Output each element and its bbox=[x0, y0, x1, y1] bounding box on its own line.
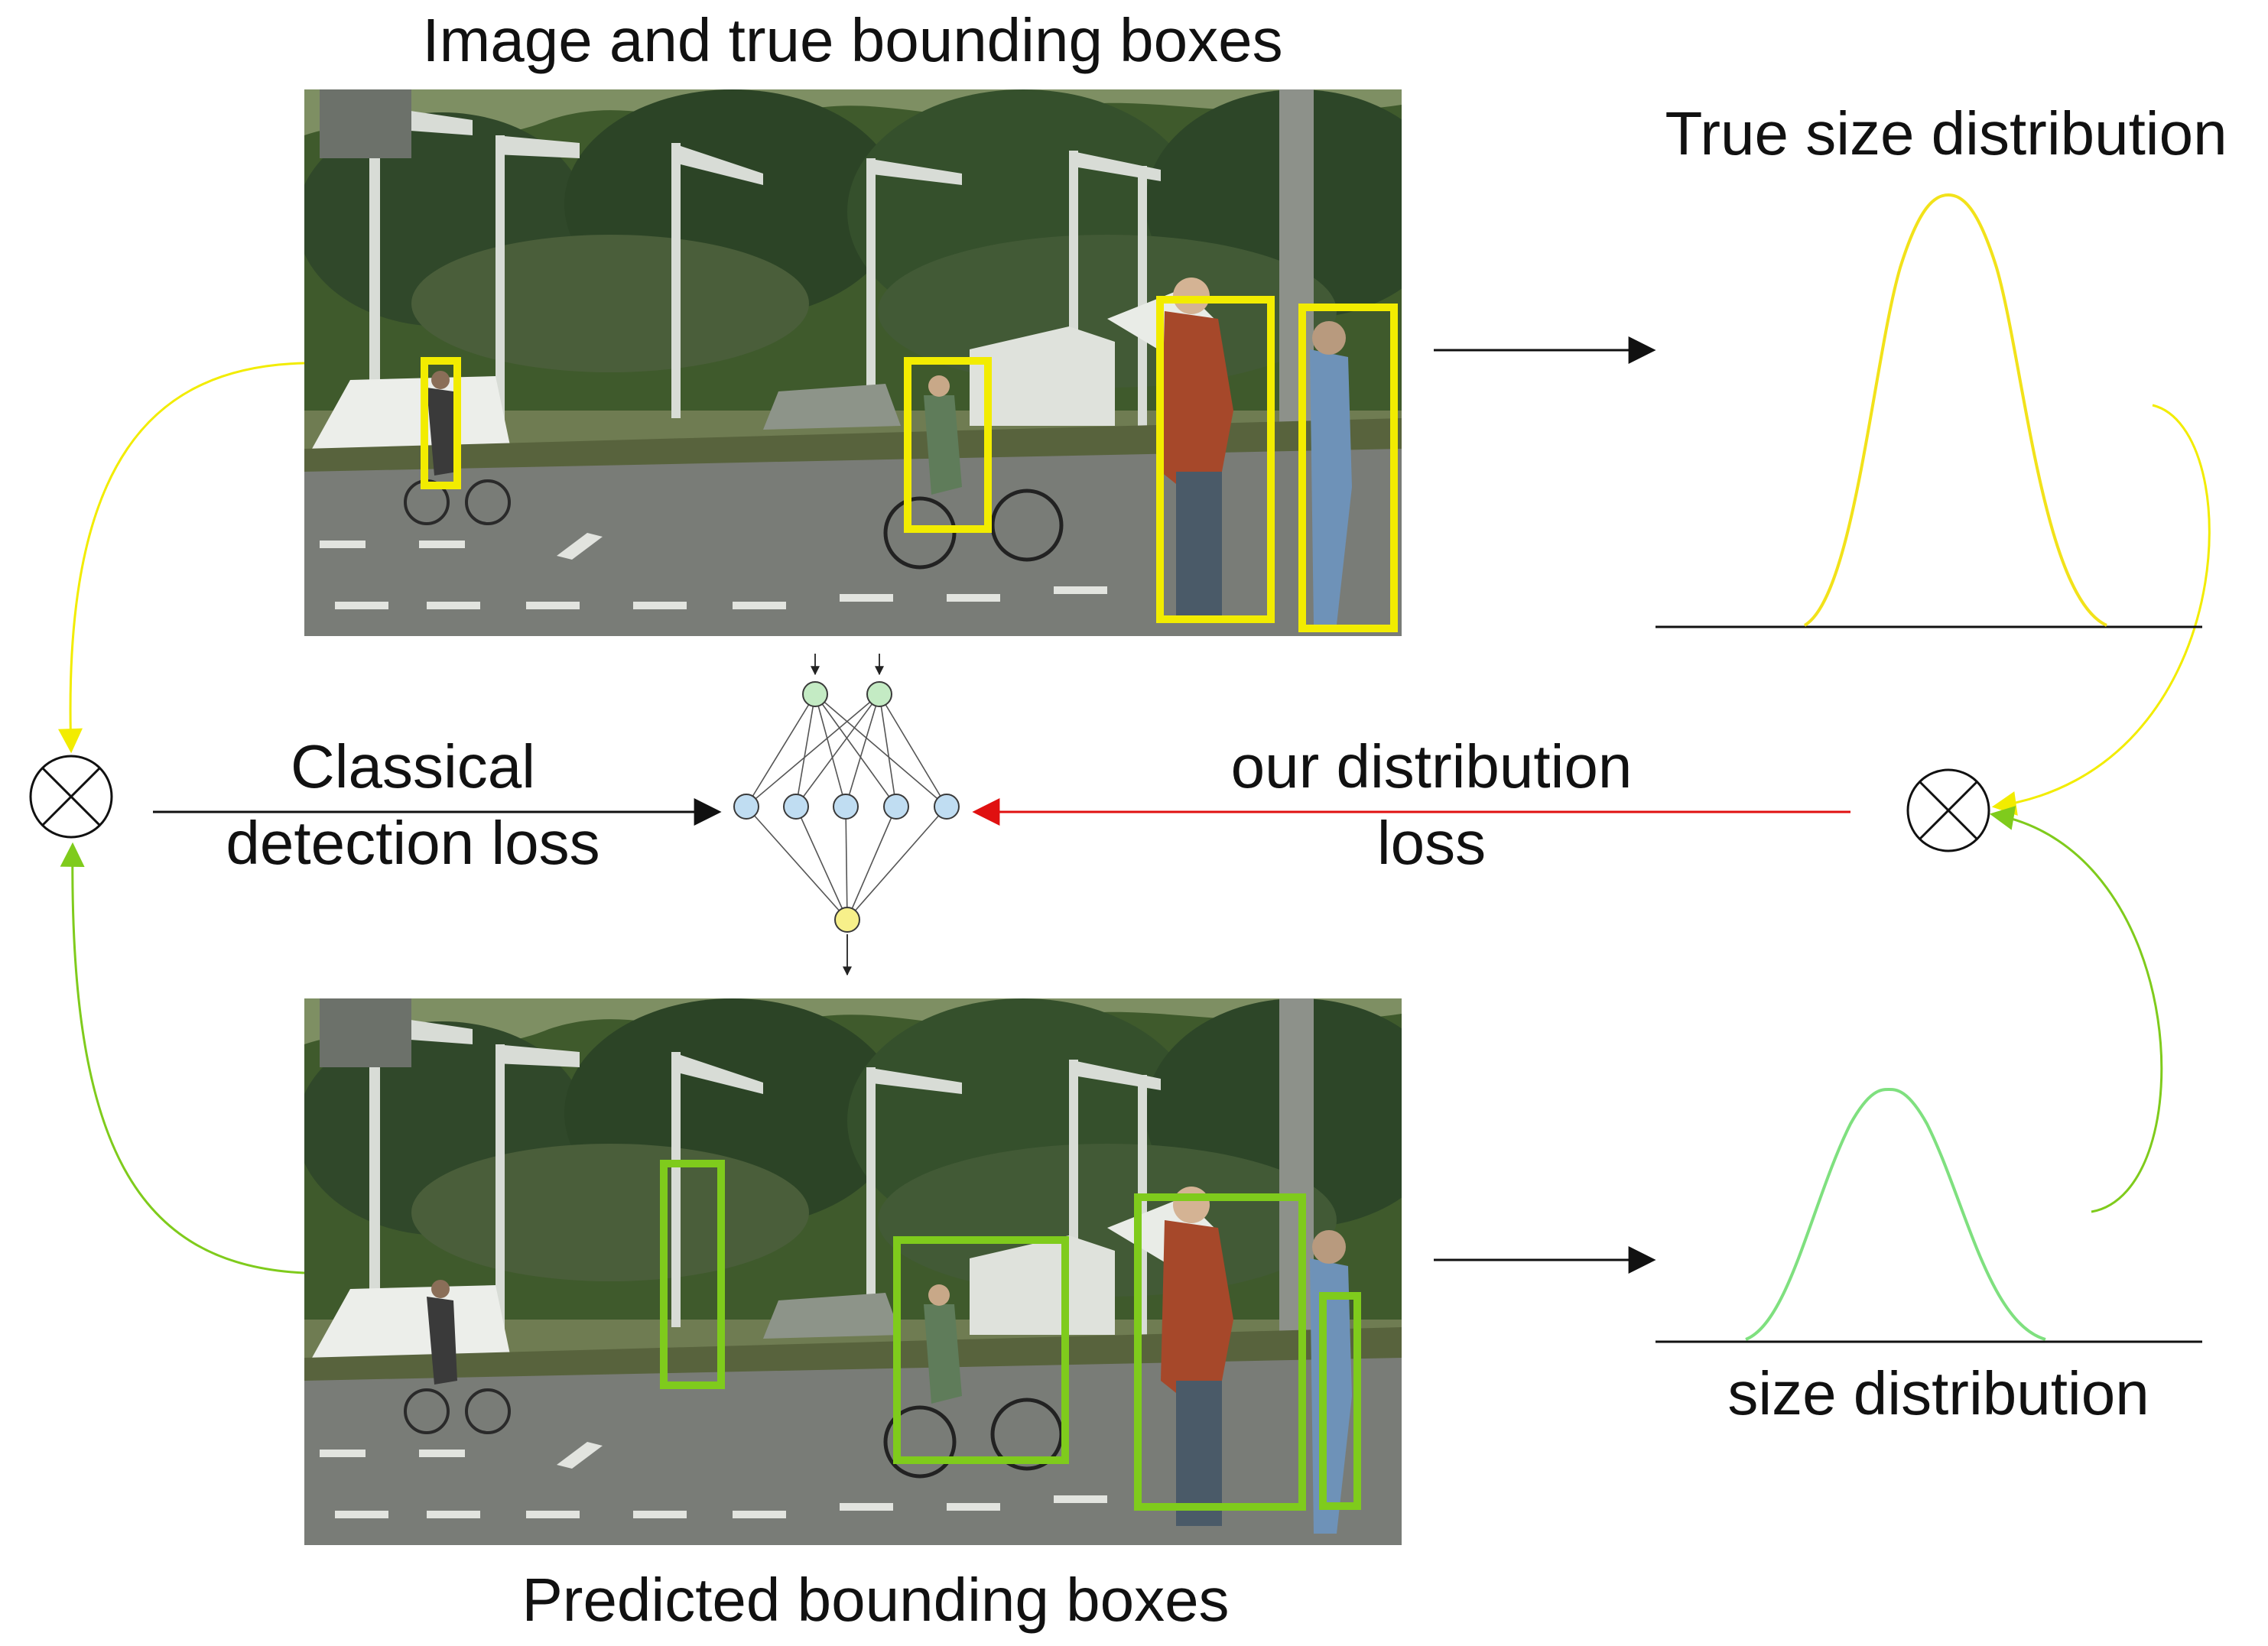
predicted-box bbox=[893, 1236, 1069, 1464]
true-box bbox=[1298, 304, 1398, 632]
true-distribution-curve bbox=[1803, 193, 2107, 627]
network-input-node bbox=[802, 681, 828, 707]
network-edges bbox=[746, 693, 947, 920]
true-boxes-image bbox=[297, 89, 1451, 636]
network-input-node bbox=[866, 681, 892, 707]
bottom-image-title: Predicted bounding boxes bbox=[522, 1566, 1229, 1634]
size-distribution-curve bbox=[1745, 1087, 2046, 1341]
network-output-node bbox=[834, 907, 860, 933]
network-hidden-node bbox=[883, 794, 909, 820]
combine-right-icon bbox=[1906, 768, 1990, 852]
distribution-loss-label-line1: our distribution bbox=[1231, 732, 1633, 800]
network-hidden-node bbox=[833, 794, 859, 820]
classical-loss-label-line1: Classical bbox=[291, 732, 535, 800]
predicted-boxes-image bbox=[297, 998, 1451, 1545]
neural-network bbox=[733, 654, 960, 976]
true-distribution-to-right-combine bbox=[1991, 404, 2211, 816]
size-distribution-to-right-combine bbox=[1989, 806, 2163, 1213]
predicted-box bbox=[660, 1160, 725, 1389]
true-size-distribution-label: True size distribution bbox=[1665, 99, 2227, 167]
network-hidden-node bbox=[934, 794, 960, 820]
top-image-title: Image and true bounding boxes bbox=[422, 6, 1282, 74]
predicted-box bbox=[1134, 1193, 1306, 1511]
true-box bbox=[904, 357, 992, 533]
true-box bbox=[421, 357, 461, 489]
network-hidden-node bbox=[783, 794, 809, 820]
classical-loss-label-line2: detection loss bbox=[226, 809, 599, 877]
true-bounding-boxes bbox=[421, 296, 1398, 632]
predicted-boxes-to-left-combine bbox=[60, 842, 305, 1274]
network-hidden-node bbox=[733, 794, 759, 820]
distribution-loss-label-line2: loss bbox=[1377, 809, 1486, 877]
size-distribution-label: size distribution bbox=[1727, 1359, 2149, 1427]
true-box bbox=[1156, 296, 1275, 623]
true-boxes-to-left-combine bbox=[58, 362, 305, 754]
predicted-box bbox=[1319, 1292, 1361, 1510]
combine-left-icon bbox=[29, 755, 113, 839]
predicted-bounding-boxes bbox=[660, 1160, 1361, 1511]
